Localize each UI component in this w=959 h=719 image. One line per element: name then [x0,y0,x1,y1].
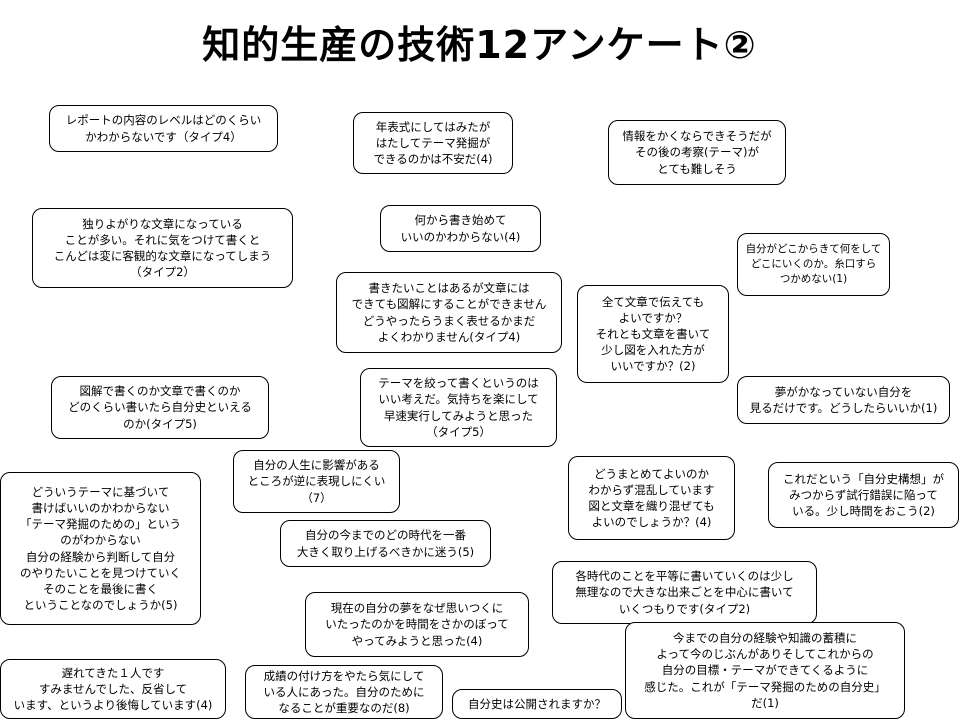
note-line: （タイプ2） [130,265,195,280]
note-line: ということなのでしょうか(5) [23,597,178,612]
note-line: 見るだけです。どうしたらいいか(1) [749,401,938,415]
note-late: 遅れてきた１人ですすみませんでした、反省しています、というより後悔しています(4… [0,659,226,719]
note-line: 成績の付け方をやたら気にして [263,668,425,683]
note-line: なることが重要なのだ(8) [278,701,410,716]
note-line: 自分の今までのどの時代を一番 [305,528,466,543]
note-diagram-or-text: 図解で書くのか文章で書くのかどのくらい書いたら自分史といえるのか(タイプ5) [51,376,269,439]
note-line: いいですか？(2) [610,359,696,374]
note-line: よって今のじぶんがありそしてこれからの [656,647,874,662]
note-selfish-writing: 独りよがりな文章になっていることが多い。それに気をつけて書くとこんどは変に客観的… [32,208,293,288]
note-line: その後の考察(テーマ)が [635,145,759,160]
note-line: そのことを最後に書く [43,581,158,596]
note-which-era: 自分の今までのどの時代を一番大きく取り上げるべきかに迷う(5) [280,520,491,567]
note-line: 自分の目標・テーマができてくるように [661,663,869,678]
note-line: のがわからない [60,533,141,548]
note-trial-error: これだという「自分史構想」がみつからず試行錯誤に陥っている。少し時間をおこう(2… [768,462,959,528]
note-chronology: 年表式にしてはみたがはたしてテーマ発掘ができるのかは不安だ(4) [353,112,513,174]
note-line: ことが多い。それに気をつけて書くと [64,232,261,247]
note-line: のやりたいことを見つけていく [20,565,181,580]
note-line: だ(1) [751,695,779,710]
note-line: 自分の経験から判断して自分 [25,549,176,564]
note-line: どうやったらうまく表せるかまだ [362,313,536,328]
note-line: どういうテーマに基づいて [31,485,170,500]
note-each-era: 各時代のことを平等に書いていくのは少し無理なので大きな出来ごとを中心に書いていく… [552,561,817,624]
note-line: 情報をかくならできそうだが [622,129,772,144]
note-line: どのくらい書いたら自分史といえる [68,400,252,415]
note-grades: 成績の付け方をやたら気にしている人にあった。自分のためになることが重要なのだ(8… [245,665,443,719]
note-line: 図解で書くのか文章で書くのか [79,384,241,399]
note-info-cards: 情報をかくならできそうだがその後の考察(テーマ)がとても難しそう [608,120,786,185]
note-line: テーマを絞って書くというのは [378,376,539,391]
note-line: 書きたいことはあるが文章には [368,281,530,296]
note-line: います、というより後悔しています(4) [13,698,213,713]
note-line: 自分の人生に影響がある [253,458,380,473]
note-all-text: 全て文章で伝えてもよいですか？それとも文章を書いて少し図を入れた方がいいですか？… [577,285,729,383]
note-narrow-theme: テーマを絞って書くというのはいい考えだ。気持ちを楽にして早速実行してみようと思っ… [360,368,557,447]
note-line: 自分史は公開されますか？ [468,696,606,711]
note-line: よくわかりません(タイプ4) [377,329,521,344]
note-line: どうまとめてよいのか [594,466,709,481]
note-line: 無理なので大きな出来ごとを中心に書いて [575,585,794,600]
note-line: （7） [301,490,332,505]
note-line: いる。少し時間をおこう(2) [792,504,935,519]
note-line: 全て文章で伝えても [601,294,705,309]
note-line: 夢がかなっていない自分を [774,384,913,399]
note-line: 少し図を入れた方が [601,343,705,358]
note-line: こんどは変に客観的な文章になってしまう [53,249,272,263]
note-line: 独りよがりな文章になっている [82,216,243,231]
note-line: 大きく取り上げるべきかに迷う(5) [296,544,475,559]
note-line: 今までの自分の経験や知識の蓄積に [673,631,857,646]
note-line: かわからないです（タイプ4） [85,129,242,144]
note-theme-basis: どういうテーマに基づいて書けばいいのかわからない「テーマ発掘のための」というのが… [0,472,201,625]
note-where-from: 自分がどこからきて何をしてどこにいくのか。糸口すらつかめない(1) [737,233,890,296]
note-line: すみませんでした、反省して [38,681,188,696]
note-line: のか(タイプ5) [123,416,197,431]
note-line: いくつもりです(タイプ2) [618,601,751,616]
note-no-dream: 夢がかなっていない自分を見るだけです。どうしたらいいか(1) [737,376,950,424]
note-line: 現在の自分の夢をなぜ思いつくに [330,601,504,616]
note-line: どこにいくのか。糸口すら [750,258,877,271]
note-line: 各時代のことを平等に書いていくのは少し [575,569,794,584]
note-line: レポートの内容のレベルはどのくらい [65,113,262,128]
note-how-to-organize: どうまとめてよいのかわからず混乱しています図と文章を織り混ぜてもよいのでしょうか… [568,456,735,540]
note-experience: 今までの自分の経験や知識の蓄積によって今のじぶんがありそしてこれからの自分の目標… [625,622,905,719]
note-line: 何から書き始めて [414,213,507,228]
note-line: 図と文章を織り混ぜても [588,499,715,513]
note-line: いたったのかを時間をさかのぼって [325,617,509,632]
note-line: できるのかは不安だ(4) [373,152,493,167]
note-line: できても図解にすることができません [351,297,547,312]
note-diagram-hard: 書きたいことはあるが文章にはできても図解にすることができませんどうやったらうまく… [336,272,562,353]
note-line: やってみようと思った(4) [351,633,483,648]
note-line: はたしてテーマ発掘が [375,135,491,150]
note-line: 感じた。これが「テーマ発掘のための自分史」 [644,679,886,694]
note-line: みつからず試行錯誤に陥って [789,487,938,502]
note-line: それとも文章を書いて [595,326,711,341]
note-why-dream: 現在の自分の夢をなぜ思いつくにいたったのかを時間をさかのぼってやってみようと思っ… [305,592,529,657]
note-line: よいですか？ [618,310,688,325]
note-life-influence: 自分の人生に影響があるところが逆に表現しにくい（7） [233,450,400,513]
note-line: 書けばいいのかわからない [31,501,170,516]
note-line: いる人にあった。自分のために [263,684,425,699]
page-title: 知的生産の技術12アンケート② [202,23,757,67]
note-report-level: レポートの内容のレベルはどのくらいかわからないです（タイプ4） [49,105,278,152]
note-line: いいのかわからない(4) [400,229,521,244]
note-line: とても難しそう [657,161,737,176]
note-line: 早速実行してみようと思った [383,408,534,423]
note-line: 遅れてきた１人です [61,665,165,680]
note-line: わからず混乱しています [588,482,715,497]
note-line: つかめない(1) [779,272,848,285]
note-line: よいのでしょうか？(4) [591,515,712,530]
note-line: いい考えだ。気持ちを楽にして [378,392,539,407]
note-line: これだという「自分史構想」が [783,471,944,486]
note-where-to-start: 何から書き始めていいのかわからない(4) [380,205,541,252]
note-line: 自分がどこからきて何をして [745,243,882,256]
note-public: 自分史は公開されますか？ [452,689,622,719]
note-line: （タイプ5） [426,424,491,439]
note-line: ところが逆に表現しにくい [247,474,386,489]
note-line: 年表式にしてはみたが [375,119,491,134]
note-line: 「テーマ発掘のための」という [20,517,181,532]
